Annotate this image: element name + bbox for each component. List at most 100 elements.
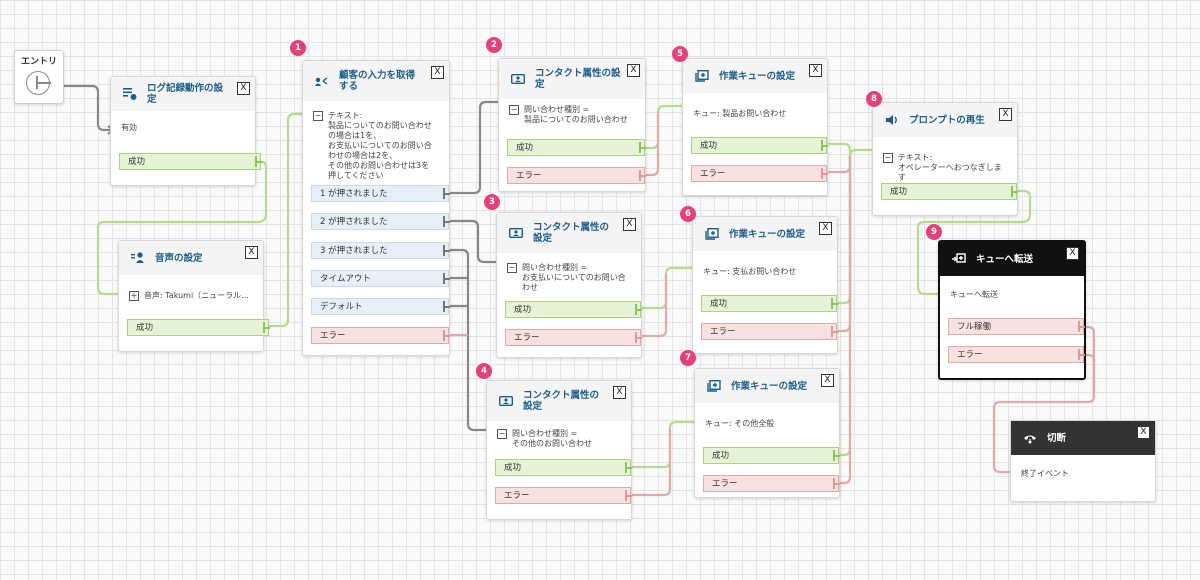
close-icon[interactable]: X bbox=[237, 82, 250, 95]
branch-error[interactable]: エラー bbox=[948, 346, 1085, 363]
connector-handle[interactable] bbox=[833, 450, 840, 461]
block-logging[interactable]: ログ記録動作の設定 X 有効 成功 bbox=[110, 76, 262, 186]
block-title: 作業キューの設定 bbox=[731, 380, 808, 392]
branch-success[interactable]: 成功 bbox=[495, 459, 632, 476]
branch-error[interactable]: エラー bbox=[507, 167, 646, 184]
close-icon[interactable]: X bbox=[821, 374, 834, 387]
branch-option-3[interactable]: 3 が押されました bbox=[311, 242, 450, 259]
step-badge: 8 bbox=[866, 91, 882, 107]
connector-handle[interactable] bbox=[635, 304, 642, 315]
branch-success[interactable]: 成功 bbox=[119, 153, 262, 170]
block-set-attributes[interactable]: コンタクト属性の設定 X − 問い合わせ種別 = その他のお問い合わせ 成功 エ… bbox=[486, 380, 632, 520]
block-play-prompt[interactable]: プロンプトの再生 X − テキスト: オペレーターへおつなぎします 成功 bbox=[872, 102, 1018, 216]
block-title: ログ記録動作の設定 bbox=[147, 83, 224, 105]
connector-handle[interactable] bbox=[831, 326, 838, 337]
block-set-working-queue[interactable]: 作業キューの設定 X キュー: 支払お問い合わせ 成功 エラー bbox=[692, 216, 838, 354]
connector-handle[interactable] bbox=[1078, 349, 1085, 360]
collapse-icon[interactable]: − bbox=[507, 263, 517, 273]
branch-success[interactable]: 成功 bbox=[703, 447, 840, 464]
block-body: 音声: Takumi（ニューラル... bbox=[144, 291, 249, 300]
branch-error[interactable]: エラー bbox=[495, 487, 632, 504]
connector-handle[interactable] bbox=[639, 170, 646, 181]
block-get-input[interactable]: 顧客の入力を取得する X − テキスト: 製品についてのお問い合わせの場合は1を… bbox=[302, 60, 450, 356]
block-title: 作業キューの設定 bbox=[729, 228, 806, 240]
connector-handle[interactable] bbox=[831, 298, 838, 309]
block-body: キュー: 支払お問い合わせ bbox=[703, 267, 797, 276]
branch-error[interactable]: エラー bbox=[311, 327, 450, 344]
branch-icon bbox=[313, 73, 331, 89]
block-set-working-queue[interactable]: 作業キューの設定 X キュー: その他全般 成功 エラー bbox=[694, 368, 840, 498]
wire-queue6-err-prompt bbox=[836, 156, 852, 333]
wire-queue6-prompt bbox=[836, 156, 852, 305]
branch-success[interactable]: 成功 bbox=[881, 183, 1018, 200]
block-set-working-queue[interactable]: 作業キューの設定 X キュー: 製品お問い合わせ 成功 エラー bbox=[682, 58, 828, 196]
wire-opt1-attr2 bbox=[444, 100, 506, 195]
step-badge: 6 bbox=[680, 206, 696, 222]
close-icon[interactable]: X bbox=[809, 64, 822, 77]
hangup-icon bbox=[1021, 430, 1039, 446]
block-title: コンタクト属性の設定 bbox=[533, 222, 610, 244]
block-body: テキスト: 製品についてのお問い合わせの場合は1を、 お支払いについてのお問い合… bbox=[328, 111, 432, 180]
connector-handle[interactable] bbox=[255, 156, 262, 167]
branch-label: 成功 bbox=[712, 451, 730, 461]
branch-success[interactable]: 成功 bbox=[505, 301, 642, 318]
connector-handle[interactable] bbox=[443, 245, 450, 256]
branch-label: エラー bbox=[700, 169, 726, 179]
connector-handle[interactable] bbox=[443, 273, 450, 284]
connector-handle[interactable] bbox=[833, 478, 840, 489]
branch-option-2[interactable]: 2 が押されました bbox=[311, 213, 450, 230]
branch-default[interactable]: デフォルト bbox=[311, 298, 450, 315]
branch-at-capacity[interactable]: フル稼働 bbox=[948, 318, 1085, 335]
close-icon[interactable]: X bbox=[627, 64, 640, 77]
connector-handle[interactable] bbox=[635, 332, 642, 343]
close-icon[interactable]: X bbox=[623, 218, 636, 231]
connector-handle[interactable] bbox=[443, 188, 450, 199]
collapse-icon[interactable]: − bbox=[509, 105, 519, 115]
logging-icon bbox=[121, 86, 139, 102]
connector-handle[interactable] bbox=[263, 322, 270, 333]
close-icon[interactable]: X bbox=[1137, 426, 1150, 439]
connector-handle[interactable] bbox=[821, 168, 828, 179]
block-set-attributes[interactable]: コンタクト属性の設定 X − 問い合わせ種別 = お支払いについてのお問い合わせ… bbox=[496, 212, 642, 358]
connector-handle[interactable] bbox=[1078, 321, 1085, 332]
block-voice[interactable]: 音声の設定 X + 音声: Takumi（ニューラル... 成功 bbox=[118, 240, 270, 352]
collapse-icon[interactable]: − bbox=[497, 429, 507, 439]
connector-handle[interactable] bbox=[821, 140, 828, 151]
close-icon[interactable]: X bbox=[431, 66, 444, 79]
expand-icon[interactable]: + bbox=[129, 291, 139, 301]
contact-card-icon bbox=[497, 393, 515, 409]
step-badge: 3 bbox=[484, 194, 500, 210]
close-icon[interactable]: X bbox=[1066, 247, 1079, 260]
branch-success[interactable]: 成功 bbox=[127, 319, 270, 336]
wire-entry-log bbox=[62, 84, 112, 132]
collapse-icon[interactable]: − bbox=[313, 111, 323, 121]
branch-option-1[interactable]: 1 が押されました bbox=[311, 185, 450, 202]
close-icon[interactable]: X bbox=[613, 386, 626, 399]
connector-handle[interactable] bbox=[625, 490, 632, 501]
connector-handle[interactable] bbox=[443, 330, 450, 341]
block-body: 問い合わせ種別 = その他のお問い合わせ bbox=[512, 429, 592, 448]
branch-error[interactable]: エラー bbox=[505, 329, 642, 346]
block-set-attributes[interactable]: コンタクト属性の設定 X − 問い合わせ種別 = 製品についてのお問い合わせ 成… bbox=[498, 58, 646, 192]
block-transfer-to-queue[interactable]: キューへ転送 X キューへ転送 フル稼働 エラー bbox=[938, 240, 1086, 380]
connector-handle[interactable] bbox=[625, 462, 632, 473]
connector-handle[interactable] bbox=[1011, 186, 1018, 197]
close-icon[interactable]: X bbox=[819, 222, 832, 235]
connector-handle[interactable] bbox=[443, 301, 450, 312]
close-icon[interactable]: X bbox=[999, 108, 1012, 121]
block-disconnect[interactable]: 切断 X 終了イベント bbox=[1010, 420, 1156, 502]
connector-handle[interactable] bbox=[639, 142, 646, 153]
branch-error[interactable]: エラー bbox=[701, 323, 838, 340]
branch-timeout[interactable]: タイムアウト bbox=[311, 270, 450, 287]
close-icon[interactable]: X bbox=[245, 246, 258, 259]
branch-error[interactable]: エラー bbox=[691, 165, 828, 182]
entry-point[interactable]: エントリ bbox=[14, 50, 64, 104]
branch-success[interactable]: 成功 bbox=[701, 295, 838, 312]
connector-handle[interactable] bbox=[443, 216, 450, 227]
speaker-icon bbox=[883, 112, 901, 128]
branch-error[interactable]: エラー bbox=[703, 475, 840, 492]
branch-success[interactable]: 成功 bbox=[691, 137, 828, 154]
collapse-icon[interactable]: − bbox=[883, 153, 893, 163]
branch-success[interactable]: 成功 bbox=[507, 139, 646, 156]
block-body: テキスト: オペレーターへおつなぎします bbox=[897, 153, 1002, 182]
